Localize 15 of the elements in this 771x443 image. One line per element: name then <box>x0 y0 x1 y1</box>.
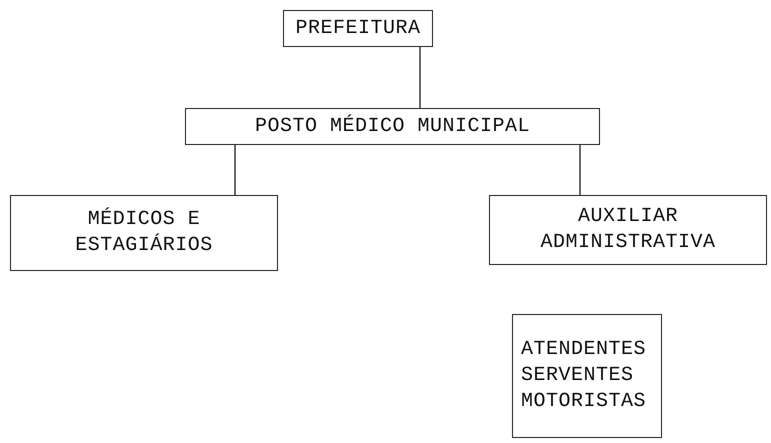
connector-line <box>419 47 421 108</box>
org-box <box>185 108 600 145</box>
connector-line <box>234 145 236 195</box>
org-box <box>10 195 278 271</box>
connector-line <box>579 145 581 195</box>
box-label: PREFEITURA <box>295 16 421 42</box>
box-label: MOTORISTAS <box>521 389 646 415</box>
box-label: AUXILIAR ADMINISTRATIVA <box>539 204 717 256</box>
box-label: ATENDENTES <box>521 337 646 363</box>
box-label: SERVENTES <box>521 363 634 389</box>
org-box <box>283 10 433 47</box>
org-box <box>489 195 767 265</box>
org-box <box>512 314 662 438</box>
box-label: MÉDICOS E ESTAGIÁRIOS <box>74 207 214 259</box>
box-label: POSTO MÉDICO MUNICIPAL <box>254 114 530 140</box>
